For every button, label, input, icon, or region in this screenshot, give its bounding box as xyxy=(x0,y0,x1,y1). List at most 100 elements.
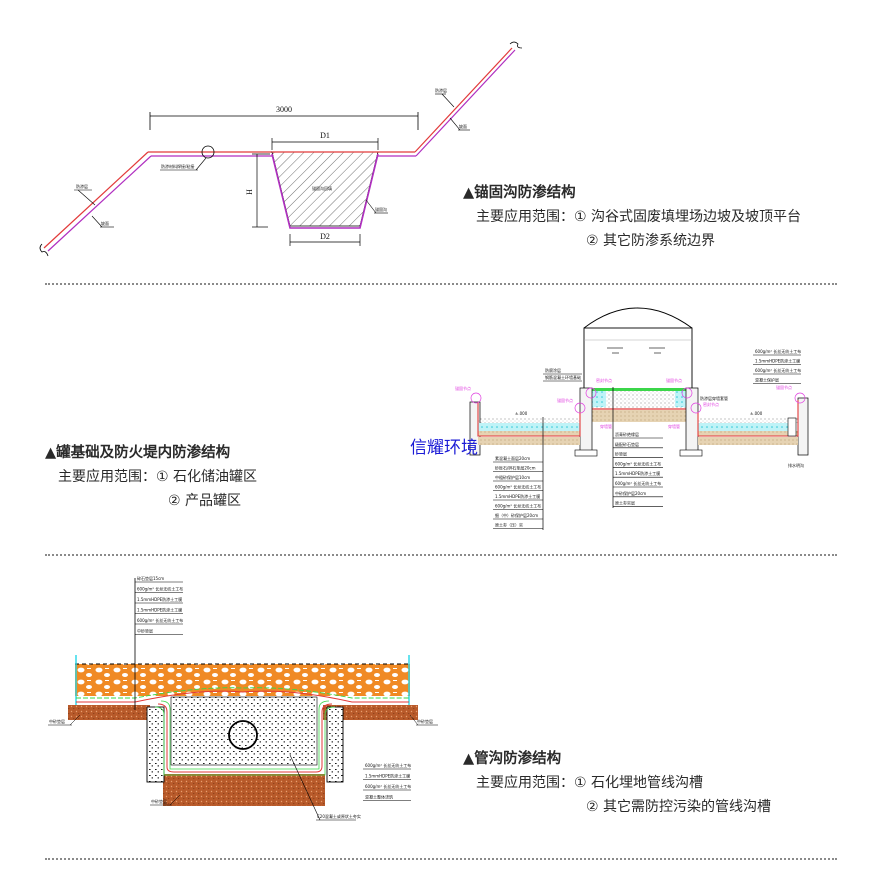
right-trench-wall xyxy=(326,706,344,783)
tank-foundation-caption: ▲罐基础及防火堤内防渗结构 主要应用范围：① 石化储油罐区 ② 产品罐区 xyxy=(45,441,257,513)
svg-text:锚固沟回填: 锚固沟回填 xyxy=(312,185,332,191)
caption-scope-row: 主要应用范围：① 沟谷式固废填埋场边坡及坡顶平台 xyxy=(463,205,801,229)
layer-label: 砂垫层 xyxy=(615,451,627,457)
layer-label: 砂砾石/碎石垫层20cm xyxy=(495,465,536,471)
trench-backfill xyxy=(170,696,318,766)
svg-text:±.000: ±.000 xyxy=(515,411,528,416)
callout-markers: 锚固节点 密封节点 锚固节点 锚固节点 密封节点 锚固节点 穿墙管 穿墙管 xyxy=(455,377,806,429)
layer-label: 600g/m² 长丝无纺土工布 xyxy=(365,783,411,789)
dimension-d1: D1 xyxy=(271,131,379,150)
svg-text:密封节点: 密封节点 xyxy=(596,377,612,383)
annotation-leaders: 防渗层 坡面 防渗材料焊接/粘接 锚固沟回填 锚固沟 防渗层 坡面 xyxy=(74,87,470,228)
svg-text:密封节点: 密封节点 xyxy=(703,401,719,407)
svg-text:中砂垫层: 中砂垫层 xyxy=(417,718,433,724)
left-platform-liner xyxy=(148,151,272,157)
watermark: 信耀环境 xyxy=(410,438,478,458)
layer-label: 原土夯（压）实 xyxy=(495,522,523,528)
caption-item-1: ① 石化埋地管线沟槽 xyxy=(574,775,704,791)
svg-text:中砂垫层: 中砂垫层 xyxy=(151,798,167,804)
layer-label: 1.5mmHDPE防渗土工膜 xyxy=(615,470,660,476)
dimension-3000-label: 3000 xyxy=(276,105,292,114)
layer-label: 混凝土保护层 xyxy=(755,377,779,383)
svg-text:防渗材料焊接/粘接: 防渗材料焊接/粘接 xyxy=(161,163,194,169)
dimension-h: H xyxy=(245,153,270,228)
caption-item-1: ① 石化储油罐区 xyxy=(156,469,258,485)
right-base-soil xyxy=(323,705,418,720)
caption-scope-row: 主要应用范围：① 石化埋地管线沟槽 xyxy=(463,771,771,795)
anchor-trench-drawing: 3000 D1 D2 H 防渗层 坡面 防渗材料焊接/粘接 锚固沟回填 锚固沟 … xyxy=(39,41,523,257)
left-slope-liner xyxy=(39,151,152,257)
caption-scope-label: 主要应用范围： xyxy=(476,775,574,791)
caption-scope-label: 主要应用范围： xyxy=(476,209,574,225)
svg-text:锚固节点: 锚固节点 xyxy=(557,397,573,403)
svg-text:排水明沟: 排水明沟 xyxy=(788,462,804,468)
svg-text:D2: D2 xyxy=(320,232,330,241)
base-labels: 中砂垫层 中砂垫层 中砂垫层 C20混凝土或原状土夯实 xyxy=(48,714,438,821)
tank-labels: 防腐涂层 钢筋混凝土环墙基础 防渗层穿墙套管 排水明沟 ±.000 ±.000 xyxy=(515,367,804,468)
layer-label: 600g/m² 长丝无纺土工布 xyxy=(615,460,661,466)
svg-text:防腐涂层: 防腐涂层 xyxy=(545,367,561,373)
svg-text:锚固节点: 锚固节点 xyxy=(666,377,682,383)
layer-label: 细（中）砂保护层20cm xyxy=(495,512,538,518)
svg-text:穿墙管: 穿墙管 xyxy=(668,423,680,429)
layer-label: 中粗砂保护层10cm xyxy=(495,474,530,480)
svg-text:钢筋混凝土环墙基础: 钢筋混凝土环墙基础 xyxy=(545,374,581,380)
svg-text:±.000: ±.000 xyxy=(750,411,763,416)
bottom-base-soil xyxy=(163,774,325,806)
svg-text:中砂垫层: 中砂垫层 xyxy=(49,718,65,724)
svg-text:穿墙管: 穿墙管 xyxy=(600,423,612,429)
layer-label: 1.5mmHDPE防渗土工膜 xyxy=(495,493,540,499)
svg-text:锚固沟: 锚固沟 xyxy=(375,206,387,212)
right-slope-liner xyxy=(414,41,523,157)
pipe-trench-caption: ▲管沟防渗结构 主要应用范围：① 石化埋地管线沟槽 ② 其它需防控污染的管线沟槽 xyxy=(463,747,771,819)
gravel-layer xyxy=(75,664,410,696)
anchor-trench-caption: ▲锚固沟防渗结构 主要应用范围：① 沟谷式固废填埋场边坡及坡顶平台 ② 其它防渗… xyxy=(463,181,801,253)
svg-text:坡面: 坡面 xyxy=(459,123,467,129)
layer-label: 1.5mmHDPE防渗土工膜 xyxy=(365,773,410,779)
svg-text:C20混凝土或原状土夯实: C20混凝土或原状土夯实 xyxy=(317,813,361,819)
caption-item-1: ① 沟谷式固废填埋场边坡及坡顶平台 xyxy=(574,209,802,225)
caption-item-2: ② 其它防渗系统边界 xyxy=(586,233,716,249)
layer-label: 素混凝土面层20cm xyxy=(495,455,530,461)
left-layer-table: 素混凝土面层20cm 砂砾石/碎石垫层20cm 中粗砂保护层10cm 600g/m² … xyxy=(493,455,543,529)
left-base-soil xyxy=(68,705,150,720)
ring-walls xyxy=(574,387,703,457)
layer-label: 600g/m² 长丝无纺土工布 xyxy=(495,484,541,490)
layer-label: 沥青砂绝缘层 xyxy=(615,431,639,437)
layer-label: 中砂垫层 xyxy=(137,628,153,634)
right-dike-floor xyxy=(697,397,809,456)
layer-label: 1.5mmHDPE防渗土工膜 xyxy=(137,596,182,602)
svg-text:坡面: 坡面 xyxy=(101,220,109,226)
layer-label: 600g/m² 长丝无纺土工布 xyxy=(137,586,183,592)
svg-text:防渗层: 防渗层 xyxy=(435,87,447,93)
layer-label: 1.5mmHDPE防渗土工膜 xyxy=(137,607,182,613)
layer-label: 混凝土整体浇筑 xyxy=(365,794,393,800)
svg-text:防渗层: 防渗层 xyxy=(76,183,88,189)
caption-scope-label: 主要应用范围： xyxy=(58,469,156,485)
svg-text:H: H xyxy=(245,189,254,195)
layer-label: 600g/m² 长丝无纺土工布 xyxy=(755,348,801,354)
storage-tank xyxy=(583,307,693,391)
layer-label: 级配砂石垫层 xyxy=(615,441,639,447)
svg-text:D1: D1 xyxy=(320,131,330,140)
left-trench-wall xyxy=(146,706,165,783)
svg-text:锚固节点: 锚固节点 xyxy=(455,385,471,391)
layer-label: 600g/m² 长丝无纺土工布 xyxy=(615,480,661,486)
caption-title: ▲管沟防渗结构 xyxy=(463,751,562,767)
trench xyxy=(271,151,379,229)
layer-label: 碎石垫层15cm xyxy=(137,575,164,581)
caption-title: ▲锚固沟防渗结构 xyxy=(463,185,576,201)
caption-scope-row: 主要应用范围：① 石化储油罐区 xyxy=(45,465,257,489)
right-platform-liner xyxy=(378,151,416,157)
layer-label: 600g/m² 长丝无纺土工布 xyxy=(495,503,541,509)
top-layer-table: 碎石垫层15cm 600g/m² 长丝无纺土工布 1.5mmHDPE防渗土工膜 1.5… xyxy=(135,575,183,635)
caption-item-2: ② 产品罐区 xyxy=(168,493,242,509)
svg-text:防渗层穿墙套管: 防渗层穿墙套管 xyxy=(700,395,728,401)
layer-label: 600g/m² 长丝无纺土工布 xyxy=(137,617,183,623)
section-divider xyxy=(45,554,837,556)
tank-base xyxy=(586,388,696,422)
layer-label: 600g/m² 长丝无纺土工布 xyxy=(755,367,801,373)
section-divider xyxy=(45,283,837,285)
